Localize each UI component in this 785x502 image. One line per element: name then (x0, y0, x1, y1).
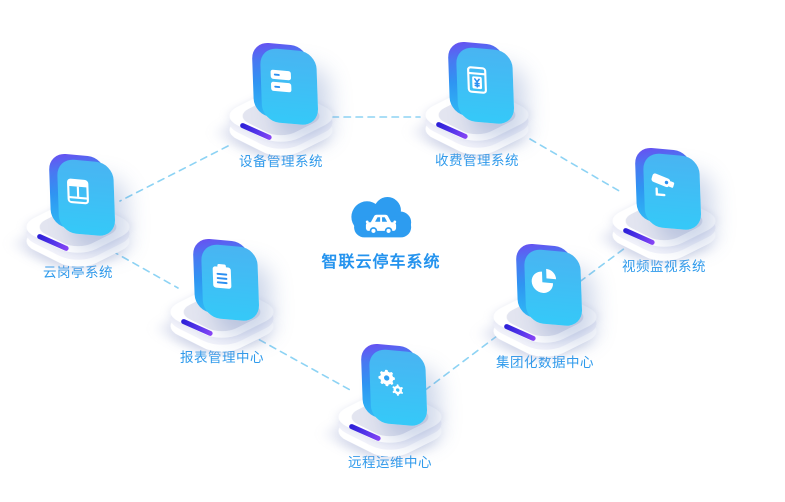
cctv-camera-icon (651, 173, 675, 197)
node-stage (402, 40, 552, 161)
node-stage (315, 342, 465, 463)
node-stage (147, 237, 297, 358)
report-tile (192, 237, 252, 317)
node-group-data-center: 集团化数据中心 (470, 242, 620, 371)
data-tile (515, 242, 575, 322)
node-stage (3, 152, 153, 273)
node-label: 云岗亭系统 (43, 265, 113, 281)
node-label: 收费管理系统 (435, 153, 519, 169)
clipboard-icon (212, 264, 232, 289)
fee-tile (447, 40, 507, 120)
node-fee-management: 收费管理系统 (402, 40, 552, 169)
yuan-bill-icon (467, 66, 487, 94)
booth-tile (48, 152, 108, 232)
ops-tile (360, 342, 420, 422)
gears-icon (378, 369, 403, 396)
node-device-management: 设备管理系统 (206, 41, 356, 170)
node-label: 设备管理系统 (239, 154, 323, 170)
node-label: 视频监视系统 (622, 259, 706, 275)
pie-chart-icon (531, 268, 557, 293)
video-tile (634, 146, 694, 226)
server-icon (270, 69, 292, 93)
center-hub: 智联云停车系统 (306, 190, 456, 272)
node-remote-ops-center: 远程运维中心 (315, 342, 465, 471)
node-label: 远程运维中心 (348, 455, 432, 471)
booth-window-icon (67, 178, 89, 205)
node-cloud-booth: 云岗亭系统 (3, 152, 153, 281)
node-stage (470, 242, 620, 363)
system-title: 智联云停车系统 (321, 252, 441, 271)
node-stage (589, 146, 739, 267)
node-label: 报表管理中心 (180, 350, 264, 366)
node-label: 集团化数据中心 (496, 355, 594, 371)
node-report-center: 报表管理中心 (147, 237, 297, 366)
cloud-car-icon (351, 197, 412, 238)
node-stage (206, 41, 356, 162)
device-tile (251, 41, 311, 121)
